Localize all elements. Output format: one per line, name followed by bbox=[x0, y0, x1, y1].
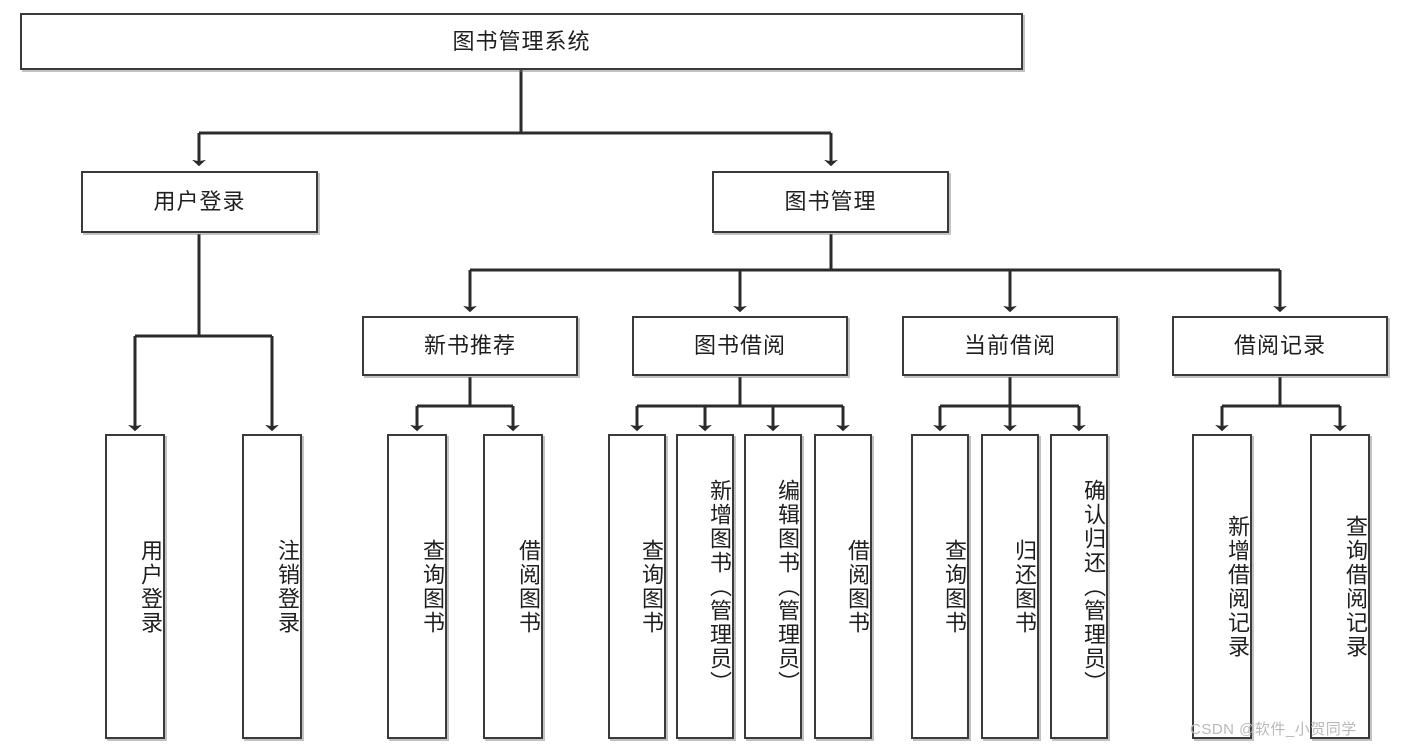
csdn-watermark: CSDN @软件_小贺同学 bbox=[1190, 721, 1357, 738]
leaf-add-book-admin[interactable]: 新增图书（管理员） bbox=[676, 434, 734, 739]
leaf-logout[interactable]: 注销登录 bbox=[242, 434, 302, 739]
leaf-borrow-book[interactable]: 借阅图书 bbox=[814, 434, 872, 739]
node-book-borrow[interactable]: 图书借阅 bbox=[632, 316, 848, 376]
node-root-system[interactable]: 图书管理系统 bbox=[20, 13, 1023, 70]
node-book-management[interactable]: 图书管理 bbox=[712, 171, 949, 233]
leaf-query-book-current[interactable]: 查询图书 bbox=[911, 434, 969, 739]
leaf-add-borrow-record[interactable]: 新增借阅记录 bbox=[1192, 434, 1252, 739]
leaf-query-book-recommend[interactable]: 查询图书 bbox=[387, 434, 447, 739]
leaf-borrow-book-recommend[interactable]: 借阅图书 bbox=[483, 434, 543, 739]
leaf-confirm-return-admin[interactable]: 确认归还（管理员） bbox=[1050, 434, 1108, 739]
leaf-user-login[interactable]: 用户登录 bbox=[105, 434, 165, 739]
node-user-login[interactable]: 用户登录 bbox=[81, 171, 318, 233]
leaf-edit-book-admin[interactable]: 编辑图书（管理员） bbox=[744, 434, 802, 739]
node-current-borrow[interactable]: 当前借阅 bbox=[902, 316, 1118, 376]
leaf-query-book-borrow[interactable]: 查询图书 bbox=[608, 434, 666, 739]
leaf-query-borrow-record[interactable]: 查询借阅记录 bbox=[1310, 434, 1370, 739]
node-borrow-record[interactable]: 借阅记录 bbox=[1172, 316, 1388, 376]
leaf-return-book[interactable]: 归还图书 bbox=[981, 434, 1039, 739]
node-new-book-recommend[interactable]: 新书推荐 bbox=[362, 316, 578, 376]
